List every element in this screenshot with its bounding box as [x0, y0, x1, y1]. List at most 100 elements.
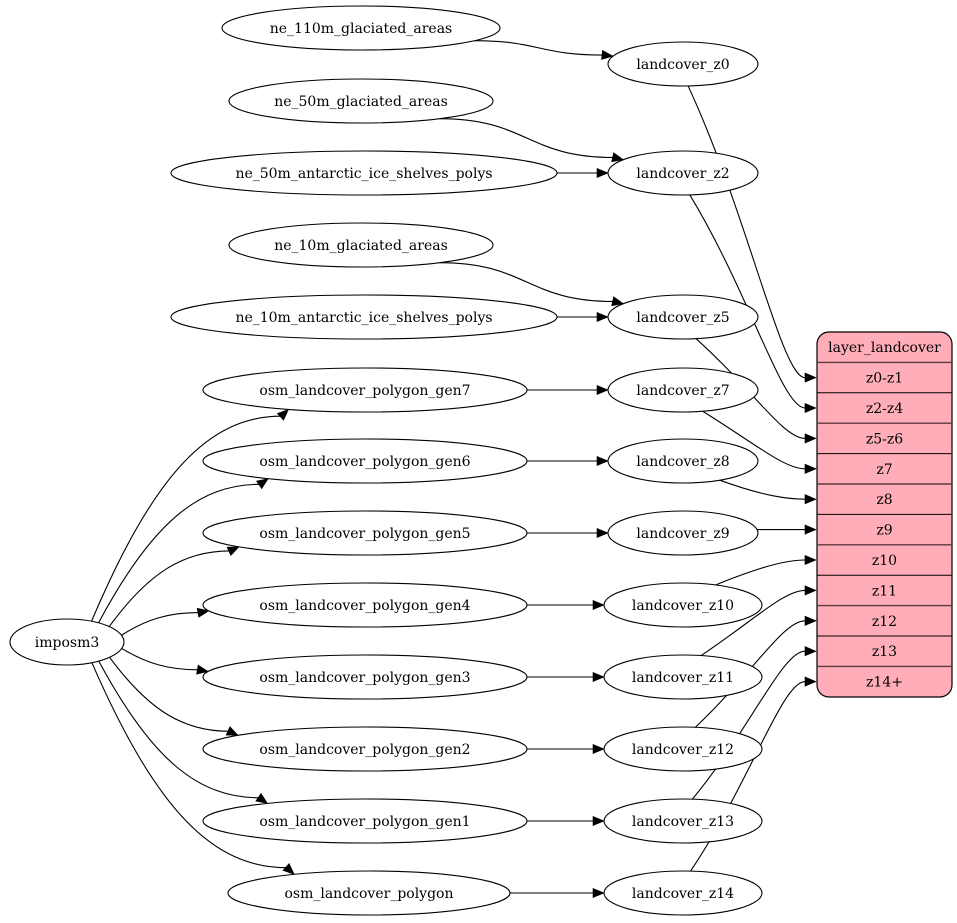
node-landcover_z5[interactable]: landcover_z5 [607, 294, 759, 340]
arrow-head-icon [592, 815, 605, 827]
arrow-head-icon [592, 599, 605, 611]
node-imposm3[interactable]: imposm3 [9, 618, 125, 666]
node-osm_landcover_polygon_gen5[interactable]: osm_landcover_polygon_gen5 [202, 510, 528, 556]
arrow-head-icon [804, 463, 817, 474]
node-shape-input [228, 78, 494, 124]
edge-imposm3-to-osm_landcover_polygon_gen1 [98, 660, 260, 799]
node-landcover_z13[interactable]: landcover_z13 [603, 798, 763, 844]
edge-landcover_z7-to-z7 [702, 410, 806, 470]
arrow-head-icon [611, 152, 625, 163]
node-label-ne_110m_glaciated_areas: ne_110m_glaciated_areas [270, 21, 452, 37]
arrow-head-icon [804, 372, 817, 383]
node-label-ne_10m_glaciated_areas: ne_10m_glaciated_areas [274, 238, 448, 254]
arrow-head-icon [596, 455, 609, 467]
table-row-z5-z6[interactable]: z5-z6 [866, 431, 903, 447]
arrow-head-icon [611, 296, 625, 307]
edge-landcover_z11-to-z11 [700, 589, 806, 657]
node-shape-input [202, 367, 528, 413]
node-ne_50m_antarctic_ice_shelves_polys[interactable]: ne_50m_antarctic_ice_shelves_polys [170, 150, 558, 196]
arrow-head-icon [804, 554, 817, 566]
node-osm_landcover_polygon[interactable]: osm_landcover_polygon [227, 870, 511, 916]
node-ne_50m_glaciated_areas[interactable]: ne_50m_glaciated_areas [228, 78, 494, 124]
node-shape-layer [607, 41, 759, 87]
node-shape-layer [603, 798, 763, 844]
node-osm_landcover_polygon_gen7[interactable]: osm_landcover_polygon_gen7 [202, 367, 528, 413]
node-shape-input [202, 726, 528, 772]
table-row-z10[interactable]: z10 [872, 553, 897, 569]
node-osm_landcover_polygon_gen3[interactable]: osm_landcover_polygon_gen3 [202, 654, 528, 700]
node-landcover_z8[interactable]: landcover_z8 [607, 438, 759, 484]
node-osm_landcover_polygon_gen2[interactable]: osm_landcover_polygon_gen2 [202, 726, 528, 772]
node-shape-layer [603, 654, 763, 700]
arrow-head-icon [226, 546, 240, 557]
table-row-z0-z1[interactable]: z0-z1 [866, 371, 903, 387]
table-row-z8[interactable]: z8 [876, 492, 892, 508]
node-label-landcover_z9: landcover_z9 [636, 526, 729, 542]
node-shape-layer [607, 367, 759, 413]
node-shape-input [170, 150, 558, 196]
arrow-head-icon [276, 408, 290, 421]
node-landcover_z7[interactable]: landcover_z7 [607, 367, 759, 413]
node-label-ne_10m_antarctic_ice_shelves_polys: ne_10m_antarctic_ice_shelves_polys [235, 310, 492, 326]
node-label-landcover_z2: landcover_z2 [636, 166, 729, 182]
arrow-head-icon [804, 615, 817, 626]
node-shape-layer [603, 870, 763, 916]
node-landcover_z10[interactable]: landcover_z10 [603, 582, 763, 628]
table-row-z11[interactable]: z11 [872, 583, 897, 599]
edge-landcover_z12-to-z12 [695, 620, 806, 728]
node-osm_landcover_polygon_gen4[interactable]: osm_landcover_polygon_gen4 [202, 582, 528, 628]
node-landcover_z14[interactable]: landcover_z14 [603, 870, 763, 916]
arrow-head-icon [592, 671, 605, 683]
table-row-z14+[interactable]: z14+ [866, 675, 903, 691]
node-label-ne_50m_glaciated_areas: ne_50m_glaciated_areas [274, 94, 448, 110]
arrow-head-icon [196, 664, 209, 675]
node-label-osm_landcover_polygon_gen4: osm_landcover_polygon_gen4 [259, 598, 470, 614]
node-osm_landcover_polygon_gen1[interactable]: osm_landcover_polygon_gen1 [202, 798, 528, 844]
table-row-z13[interactable]: z13 [872, 644, 897, 660]
node-landcover_z2[interactable]: landcover_z2 [607, 150, 759, 196]
arrow-head-icon [804, 646, 817, 657]
node-shape-layer [607, 294, 759, 340]
edge-ne_110m_glaciated_areas-to-landcover_z0 [474, 40, 603, 56]
edge-landcover_z2-to-z2-z4 [689, 194, 806, 409]
edge-imposm3-to-osm_landcover_polygon [91, 662, 287, 869]
node-landcover_z0[interactable]: landcover_z0 [607, 41, 759, 87]
node-ne_10m_antarctic_ice_shelves_polys[interactable]: ne_10m_antarctic_ice_shelves_polys [170, 294, 558, 340]
node-label-landcover_z0: landcover_z0 [636, 57, 729, 73]
edge-imposm3-to-osm_landcover_polygon_gen6 [98, 483, 260, 624]
table-row-z12[interactable]: z12 [872, 614, 897, 630]
node-shape-source [9, 618, 125, 666]
arrow-head-icon [596, 167, 609, 179]
node-ne_10m_glaciated_areas[interactable]: ne_10m_glaciated_areas [228, 222, 494, 268]
table-row-z2-z4[interactable]: z2-z4 [866, 401, 903, 417]
layer-landcover-table[interactable]: layer_landcover z0-z1 z2-z4 z5-z6 z7 z8 z9 z10 z… [816, 331, 953, 698]
node-osm_landcover_polygon_gen6[interactable]: osm_landcover_polygon_gen6 [202, 438, 528, 484]
table-row-z9[interactable]: z9 [876, 523, 892, 539]
node-ne_110m_glaciated_areas[interactable]: ne_110m_glaciated_areas [221, 5, 501, 51]
arrow-head-icon [596, 527, 609, 539]
edge-landcover_z0-to-z0-z1 [687, 85, 806, 379]
node-label-landcover_z7: landcover_z7 [636, 383, 729, 399]
node-shape-input [202, 798, 528, 844]
table-row-z7[interactable]: z7 [876, 462, 892, 478]
node-shape-input [202, 582, 528, 628]
arrow-head-icon [592, 887, 605, 899]
node-shape-input [202, 654, 528, 700]
node-landcover_z9[interactable]: landcover_z9 [607, 510, 759, 556]
arrow-head-icon [804, 433, 817, 444]
node-shape-input [227, 870, 511, 916]
node-landcover_z12[interactable]: landcover_z12 [603, 726, 763, 772]
arrow-head-icon [596, 311, 609, 323]
node-label-osm_landcover_polygon_gen1: osm_landcover_polygon_gen1 [259, 814, 470, 830]
arrow-head-icon [225, 726, 239, 736]
arrow-head-icon [196, 607, 210, 618]
arrow-head-icon [601, 49, 614, 60]
node-shape-layer [607, 438, 759, 484]
node-landcover_z11[interactable]: landcover_z11 [603, 654, 763, 700]
node-shape-input [202, 438, 528, 484]
node-label-landcover_z11: landcover_z11 [632, 670, 734, 686]
table-header-label: layer_landcover [828, 340, 941, 356]
node-label-landcover_z14: landcover_z14 [632, 886, 734, 902]
arrow-head-icon [804, 402, 817, 414]
